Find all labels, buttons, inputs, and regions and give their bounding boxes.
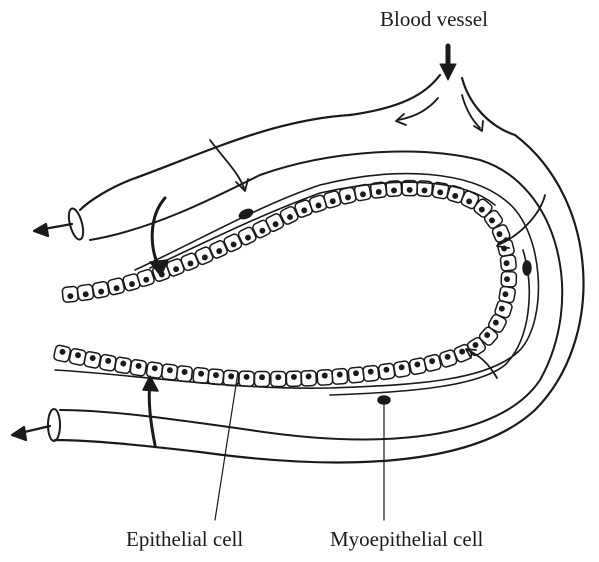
exchange-arrow-bottom-left <box>143 376 158 445</box>
myoepithelial-cell-lower <box>378 396 390 404</box>
epithelial-cell <box>193 367 209 383</box>
myoepithelial-cell-label: Myoepithelial cell <box>330 527 483 552</box>
epithelial-cell <box>271 371 286 386</box>
epithelial-cell <box>332 368 348 384</box>
epithelial-cell <box>62 286 78 302</box>
epithelial-cell <box>77 284 94 301</box>
epithelial-cell <box>130 359 147 376</box>
epithelial-cell <box>348 367 364 383</box>
epithelial-cell <box>208 369 224 385</box>
epithelial-cell <box>301 370 317 386</box>
epithelial-cell-label: Epithelial cell <box>126 527 243 552</box>
epithelial-cell <box>254 371 269 386</box>
epithelial-cell <box>53 345 71 363</box>
epithelial-cell <box>286 371 301 386</box>
epithelial-cell <box>409 357 427 375</box>
epithelial-cell <box>317 369 333 385</box>
epithelial-layer <box>53 181 516 387</box>
epithelial-cell <box>354 184 371 201</box>
epithelial-cell <box>487 313 507 333</box>
outflow-arrow-upper <box>34 224 72 236</box>
epithelial-cell <box>378 363 395 380</box>
epithelial-cell <box>180 252 200 272</box>
myoepithelial-cell-upper <box>238 207 254 220</box>
blood-vessel-label: Blood vessel <box>380 7 488 32</box>
epithelial-leader-line <box>215 372 238 520</box>
epithelial-cell <box>252 219 272 239</box>
epithelial-cell <box>237 226 257 246</box>
epithelial-cell <box>166 258 185 277</box>
epithelial-cell <box>460 190 480 210</box>
epithelial-cell <box>176 365 193 382</box>
epithelial-cell <box>393 360 410 377</box>
epithelial-cell <box>209 240 229 260</box>
exchange-arrow-left <box>150 198 168 276</box>
outflow-arrow-lower <box>12 426 50 440</box>
blood-inflow-arrow <box>440 46 456 80</box>
epithelial-cell <box>146 362 163 379</box>
epithelial-cell <box>223 233 243 253</box>
epithelial-cell <box>161 364 178 381</box>
myoepithelial-cell-right <box>523 261 531 275</box>
epithelial-cell <box>194 246 214 266</box>
epithelial-cell <box>501 271 517 287</box>
exchange-arrow-right <box>497 195 545 248</box>
epithelial-cell <box>483 209 504 230</box>
epithelial-cell <box>500 255 516 271</box>
epithelial-cell <box>69 348 87 366</box>
capillary-inner <box>60 152 562 440</box>
epithelial-cell <box>265 213 285 233</box>
epithelial-cell <box>363 365 380 382</box>
epithelial-cell <box>92 281 110 299</box>
epithelial-cell <box>239 371 254 386</box>
exchange-arrow-top <box>210 140 248 191</box>
epithelial-cell <box>99 354 116 371</box>
epithelial-cell <box>478 326 499 347</box>
epithelial-cell <box>114 357 131 374</box>
